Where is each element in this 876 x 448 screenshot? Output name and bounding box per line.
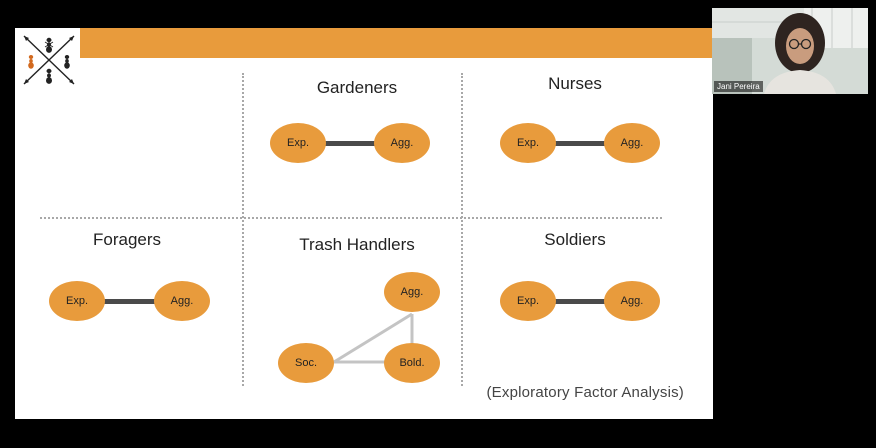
network-edge xyxy=(325,141,385,146)
network-edge xyxy=(102,299,162,304)
ants-logo xyxy=(18,30,80,90)
caste-title-trash-handlers: Trash Handlers xyxy=(299,235,415,254)
network-edge xyxy=(553,141,613,146)
grid-divider-vertical xyxy=(242,73,244,386)
presenter-video-tile[interactable]: Jani Pereira xyxy=(712,8,868,94)
trait-node: Exp. xyxy=(270,123,326,163)
presentation-slide: Gardeners Exp. Agg. Nurses Exp. Agg. For… xyxy=(15,28,713,419)
trait-node: Agg. xyxy=(374,123,430,163)
trait-node: Agg. xyxy=(604,281,660,321)
caste-title-foragers: Foragers xyxy=(92,230,162,249)
trait-node: Agg. xyxy=(384,272,440,312)
caste-title-nurses: Nurses xyxy=(548,74,602,93)
caste-title-gardeners: Gardeners xyxy=(316,78,398,97)
trait-node: Exp. xyxy=(500,281,556,321)
network-edge xyxy=(553,299,613,304)
trait-node: Soc. xyxy=(278,343,334,383)
presenter-name-label: Jani Pereira xyxy=(714,81,763,92)
slide-header-banner xyxy=(80,28,713,58)
trait-node: Agg. xyxy=(154,281,210,321)
trait-node: Bold. xyxy=(384,343,440,383)
caste-title-soldiers: Soldiers xyxy=(544,230,606,249)
trash-handlers-network-edges xyxy=(333,312,414,364)
analysis-method-note: (Exploratory Factor Analysis) xyxy=(486,384,684,401)
grid-divider-horizontal xyxy=(40,217,662,219)
ants-logo-graphic xyxy=(23,35,75,85)
trait-node: Agg. xyxy=(604,123,660,163)
trait-node: Exp. xyxy=(49,281,105,321)
grid-divider-vertical xyxy=(461,73,463,386)
trait-node: Exp. xyxy=(500,123,556,163)
